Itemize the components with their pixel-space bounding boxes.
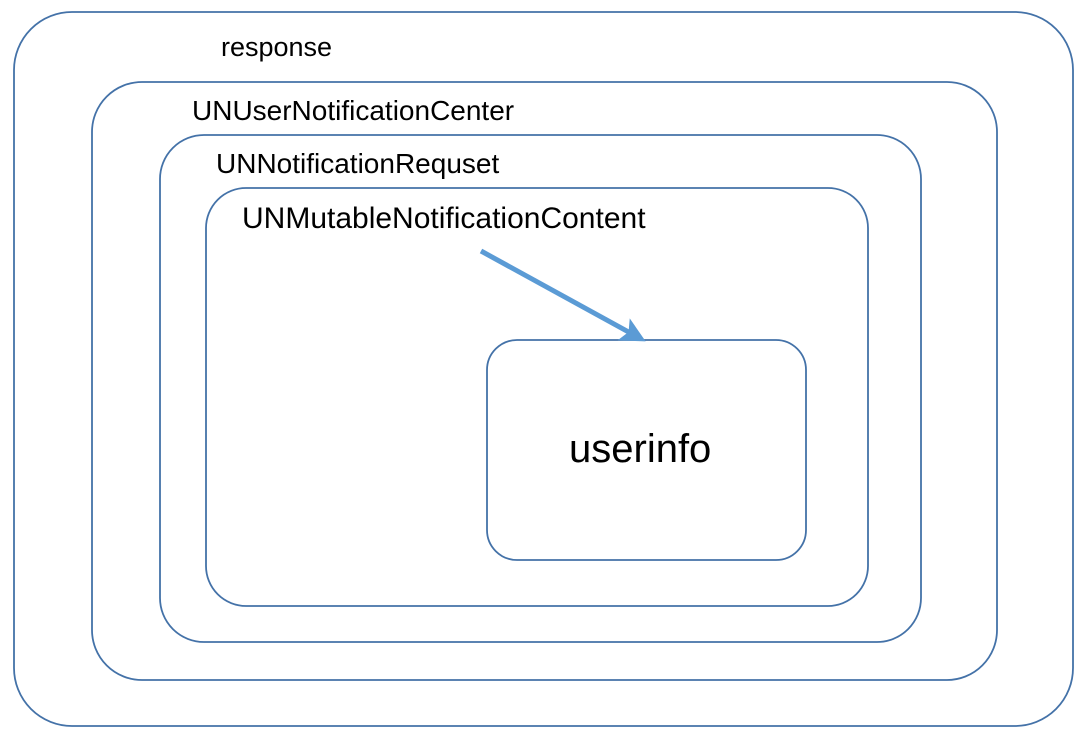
- content-to-userinfo-arrow: [479, 248, 646, 342]
- box-userinfo[interactable]: [486, 339, 807, 561]
- box-label-un-user-notification-center: UNUserNotificationCenter: [192, 95, 515, 126]
- box-label-un-notification-requset: UNNotificationRequset: [216, 148, 500, 179]
- box-label-response: response: [221, 32, 333, 62]
- box-label-userinfo: userinfo: [569, 427, 712, 471]
- box-label-un-mutable-notification-content: UNMutableNotificationContent: [242, 202, 646, 235]
